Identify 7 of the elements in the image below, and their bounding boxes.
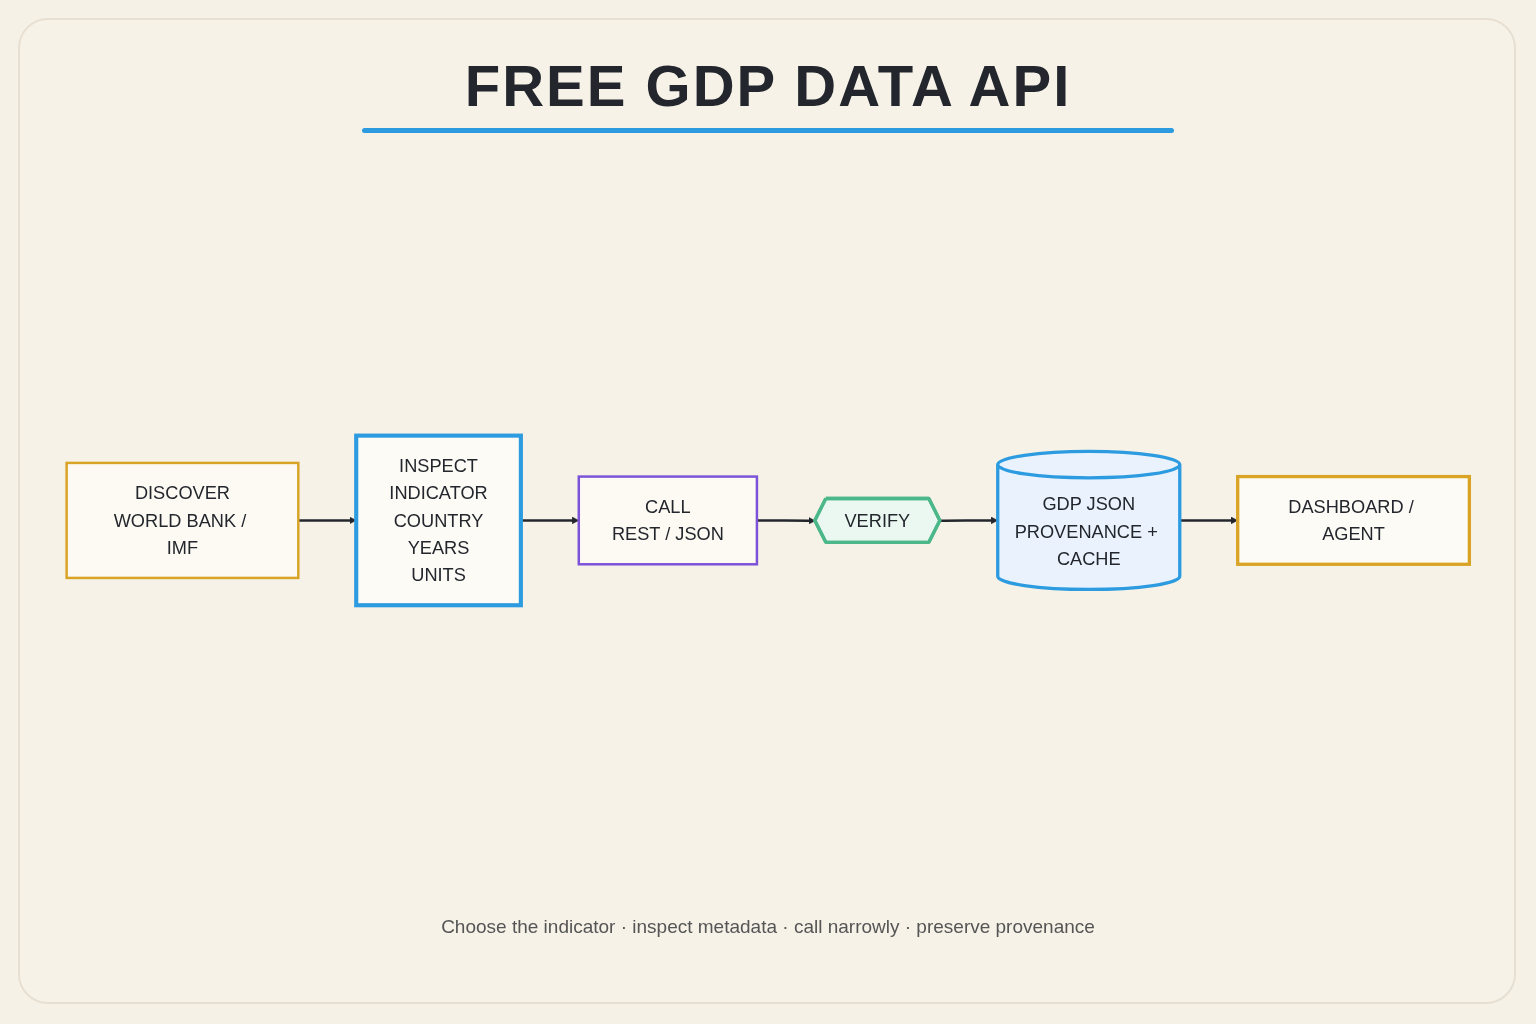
node-box: DISCOVER WORLD BANK / IMF — [65, 461, 300, 579]
node-box: INSPECT INDICATOR COUNTRY YEARS UNITS — [354, 433, 523, 607]
caption: Choose the indicator · inspect metadata · call narrowly · preserve provenance — [440, 916, 1096, 938]
node-box: CALL REST / JSON — [577, 474, 759, 566]
node-box: DASHBOARD / AGENT — [1236, 474, 1472, 566]
title: FREE GDP DATA API — [463, 52, 1073, 119]
arrow — [940, 516, 999, 524]
